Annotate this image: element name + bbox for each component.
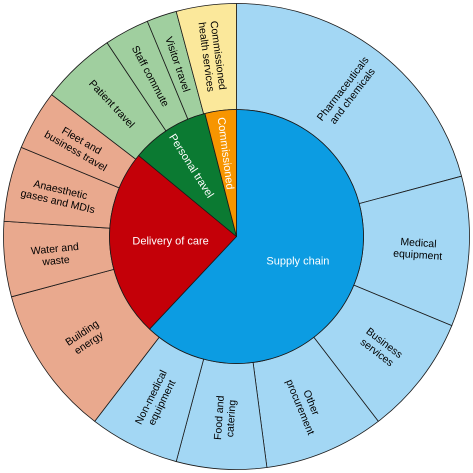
inner-segment-delivery-of-care [109, 155, 237, 330]
outer-label-medical-equipment: Medicalequipment [393, 236, 444, 263]
inner-ring [109, 109, 364, 364]
inner-label-delivery-of-care: Delivery of care [132, 235, 208, 247]
outer-label-water-and-waste: Water andwaste [30, 241, 80, 270]
inner-label-supply-chain: Supply chain [266, 256, 329, 268]
inner-segment-commissioned [204, 109, 237, 237]
inner-segment-supply-chain [149, 109, 364, 364]
outer-label-food-and-catering: Food andcatering [212, 395, 239, 441]
